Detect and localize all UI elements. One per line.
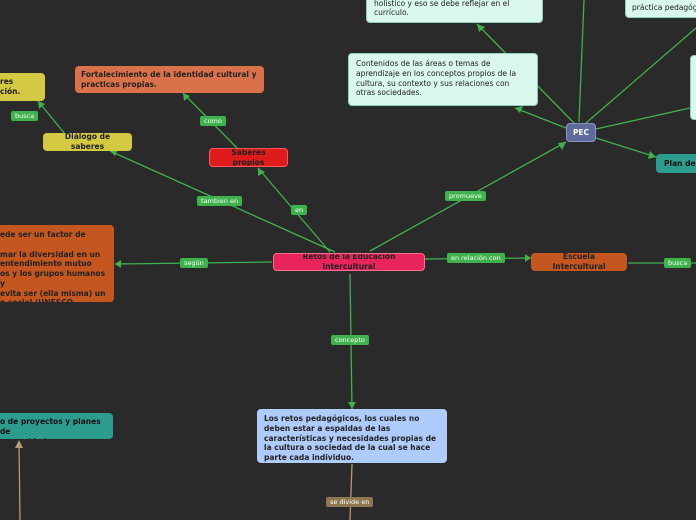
- label-segun: según: [180, 258, 208, 268]
- arrow-saberes: [258, 168, 265, 176]
- escuela-intercultural-node[interactable]: Escuela Intercultural: [531, 253, 627, 271]
- edge-proyectos-up: [18, 441, 21, 520]
- arrow-retos: [348, 402, 356, 409]
- label-en: en: [291, 205, 308, 215]
- pensamiento-node[interactable]: El pensamiento indígena suele ser holíst…: [366, 0, 543, 23]
- saberes-propios-node[interactable]: Saberes propios: [209, 148, 288, 167]
- edge-pec-plan: [595, 137, 657, 158]
- edge-dialogo-partial: [37, 100, 66, 135]
- fortalecimiento-node[interactable]: Fortalecimiento de la identidad cultural…: [75, 66, 264, 93]
- label-busca-left: busca: [11, 111, 39, 121]
- arrow-proyectos: [15, 440, 23, 448]
- edge-pec-right: [595, 107, 691, 130]
- pec-node[interactable]: PEC: [566, 123, 596, 142]
- edge-pec-top: [578, 0, 585, 123]
- arrow-partial: [38, 101, 45, 109]
- label-en-relacion-con: en relación con: [447, 253, 505, 263]
- label-se-divide-en: se divide en: [326, 497, 374, 507]
- contenidos-node[interactable]: Contenidos de las áreas o temas de apren…: [348, 53, 538, 106]
- partial-yellow-node[interactable]: res ción.: [0, 73, 45, 101]
- plan-node[interactable]: Plan de: [656, 154, 696, 173]
- arrow-plan: [648, 151, 656, 159]
- label-concepto: concepto: [331, 335, 369, 345]
- factor-node[interactable]: ede ser un factor de mar la diversidad e…: [0, 225, 114, 302]
- label-promueve: promueve: [445, 191, 486, 201]
- dialogo-saberes-node[interactable]: Diálogo de saberes: [43, 133, 132, 151]
- edge-pec-contenidos: [514, 107, 567, 129]
- arrow-fortalecimiento: [183, 93, 190, 101]
- arrow-escuela: [525, 254, 531, 262]
- proyectos-node[interactable]: o de proyectos y planes de comunidades.: [0, 413, 113, 439]
- right-edge-mint-node[interactable]: [690, 55, 696, 120]
- label-busca-right: busca: [664, 258, 692, 268]
- retos-pedagogicos-node[interactable]: Los retos pedagógicos, los cuales no deb…: [257, 409, 447, 463]
- label-como: como: [200, 116, 226, 126]
- arrow-contenidos: [515, 106, 523, 113]
- central-node[interactable]: Retos de la Educación intercultural: [273, 253, 425, 271]
- arrow-factor: [115, 260, 121, 268]
- edge-pec-topright: [585, 27, 696, 124]
- arrow-pec: [558, 142, 566, 150]
- label-tambien-en: tambien en: [197, 196, 243, 206]
- practica-node[interactable]: práctica pedagóg: [625, 0, 696, 18]
- arrow-pensamiento: [477, 24, 485, 32]
- edge-retos-divide: [349, 463, 353, 520]
